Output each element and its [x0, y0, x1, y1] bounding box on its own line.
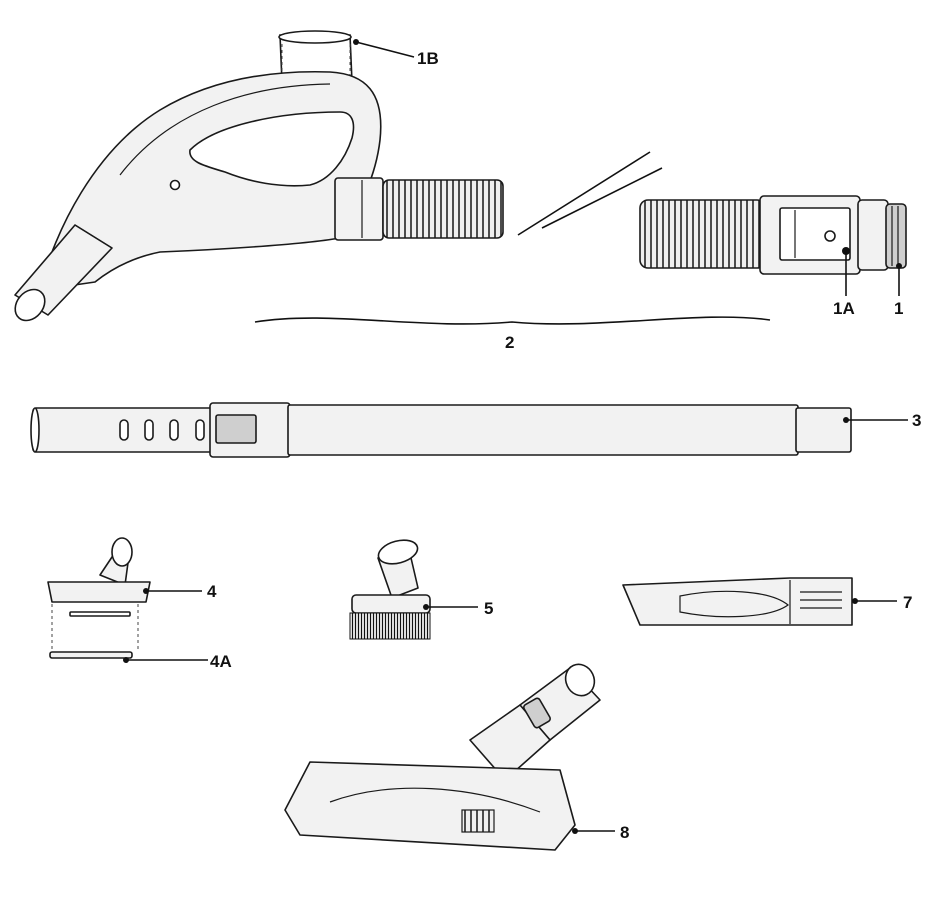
callout-3: 3 [843, 411, 921, 430]
label-2: 2 [505, 333, 514, 352]
callout-7: 7 [852, 593, 912, 612]
wand-slot [144, 419, 154, 441]
callout-1A: 1A [833, 247, 855, 318]
label-1: 1 [894, 299, 903, 318]
callout-2: 2 [505, 333, 514, 352]
label-3: 3 [912, 411, 921, 430]
wand-slot [195, 419, 205, 441]
hose-handle [14, 30, 384, 322]
label-8: 8 [620, 823, 629, 842]
dusting-brush [349, 539, 431, 640]
label-4: 4 [207, 582, 217, 601]
crevice-tool [622, 577, 853, 626]
hose-break-marks [517, 151, 663, 236]
callout-5: 5 [423, 599, 493, 618]
upholstery-tool [47, 537, 151, 659]
wand-slot [119, 419, 129, 441]
callout-4A: 4A [123, 652, 232, 671]
hose-brace [254, 316, 771, 325]
hose-section-left [382, 179, 504, 239]
hose-connector [759, 195, 907, 275]
wand-slot [169, 419, 179, 441]
callout-8: 8 [572, 823, 629, 842]
label-1A: 1A [833, 299, 855, 318]
callout-1B: 1B [353, 39, 439, 68]
hose-section-right [639, 199, 766, 269]
floor-nozzle [284, 663, 601, 851]
label-5: 5 [484, 599, 493, 618]
callout-1: 1 [894, 263, 903, 318]
callout-4: 4 [143, 582, 217, 601]
label-4A: 4A [210, 652, 232, 671]
label-1B: 1B [417, 49, 439, 68]
extension-wand [30, 402, 852, 458]
label-7: 7 [903, 593, 912, 612]
upholstery-strip [49, 651, 133, 659]
